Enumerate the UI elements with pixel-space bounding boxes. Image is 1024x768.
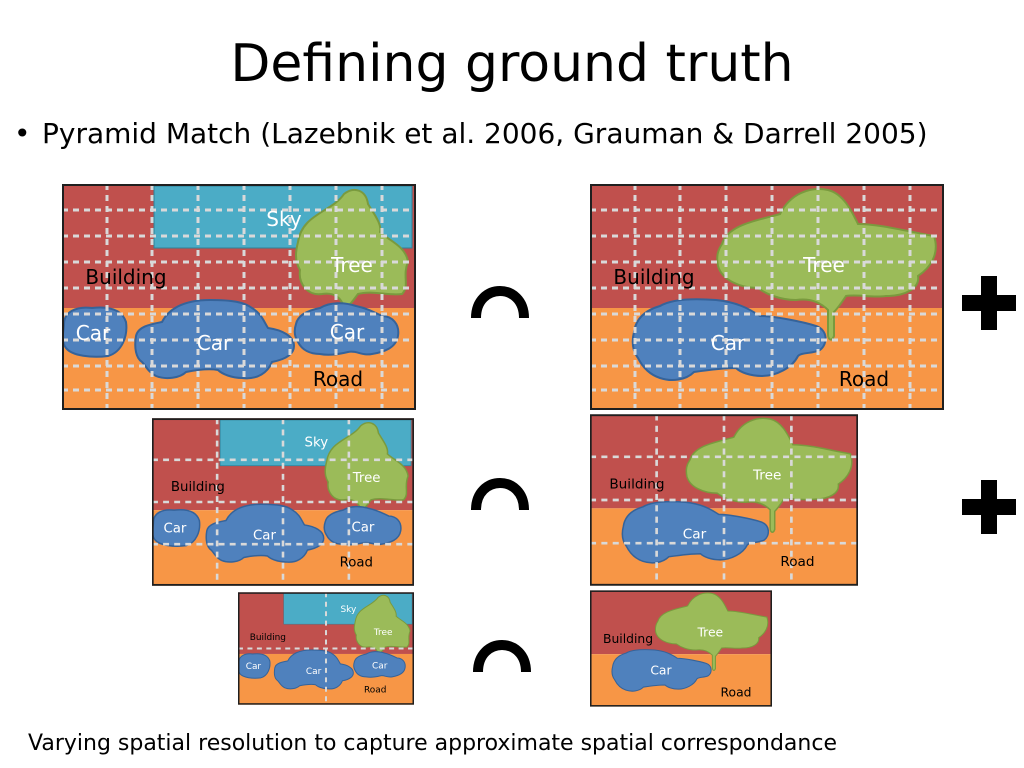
car-middle	[134, 298, 296, 380]
svg-text:Road: Road	[364, 686, 386, 696]
svg-text:Car: Car	[253, 529, 276, 544]
svg-text:Car: Car	[351, 521, 374, 536]
car-right-label: Car	[330, 320, 365, 344]
sky-label: Sky	[266, 207, 302, 231]
svg-text:Road: Road	[340, 555, 373, 570]
road-label: Road	[839, 367, 889, 391]
svg-text:Building: Building	[250, 633, 286, 643]
svg-text:Sky: Sky	[340, 605, 357, 615]
left-scene-level-3: Sky Tree Building Road Car Car Car	[238, 592, 414, 705]
building-label: Building	[613, 265, 694, 289]
svg-text:Car: Car	[163, 521, 186, 536]
tree-label: Tree	[802, 253, 845, 277]
intersection-icon	[472, 630, 532, 679]
svg-text:Car: Car	[683, 527, 707, 543]
car-middle-label: Car	[197, 331, 232, 355]
svg-text:Tree: Tree	[352, 471, 381, 486]
svg-text:Car: Car	[246, 662, 262, 672]
left-scene-level-1: Sky Tree Building Road Car Car Car	[62, 184, 416, 410]
svg-text:Road: Road	[780, 554, 814, 570]
svg-text:Car: Car	[372, 661, 388, 671]
svg-text:Tree: Tree	[752, 468, 781, 484]
svg-text:Building: Building	[603, 632, 653, 646]
svg-text:Car: Car	[306, 667, 322, 677]
svg-text:Tree: Tree	[373, 628, 393, 638]
svg-text:Building: Building	[171, 480, 225, 495]
bullet-item: • Pyramid Match (Lazebnik et al. 2006, Gr…	[14, 117, 928, 150]
slide-title: Defining ground truth	[230, 34, 794, 94]
svg-text:Road: Road	[721, 685, 752, 699]
plus-icon	[962, 480, 1016, 539]
bullet-dot-icon: •	[14, 117, 31, 150]
bullet-text: Pyramid Match (Lazebnik et al. 2006, Gra…	[42, 117, 928, 150]
plus-icon	[962, 276, 1016, 335]
car-left	[62, 306, 128, 358]
slide-caption: Varying spatial resolution to capture ap…	[28, 731, 837, 756]
building-label: Building	[85, 265, 166, 289]
right-scene-level-3: Tree Building Road Car	[590, 590, 772, 707]
road-label: Road	[313, 367, 363, 391]
svg-text:Sky: Sky	[305, 435, 329, 450]
car-left-label: Car	[76, 321, 111, 345]
car-right	[293, 302, 400, 356]
svg-text:Tree: Tree	[696, 626, 723, 640]
left-scene-level-2: Sky Tree Building Road Car Car Car	[152, 418, 414, 586]
intersection-icon	[470, 468, 530, 517]
car-label: Car	[711, 331, 746, 355]
right-scene-level-1: Tree Building Road Car	[590, 184, 944, 410]
right-scene-level-2: Tree Building Road Car	[590, 414, 858, 586]
intersection-icon	[470, 276, 530, 325]
tree-label: Tree	[330, 253, 373, 277]
svg-text:Car: Car	[650, 664, 672, 678]
svg-text:Building: Building	[609, 477, 664, 493]
tree-region	[295, 188, 410, 310]
